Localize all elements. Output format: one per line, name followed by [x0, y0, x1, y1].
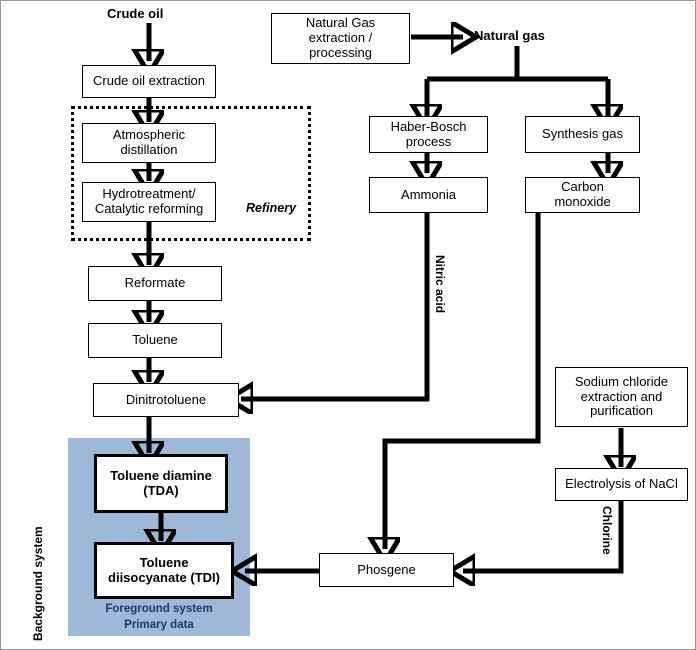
crude-oil-label: Crude oil [107, 6, 164, 21]
edge-label-chlorine: Chlorine [600, 506, 614, 555]
node-carbon-monoxide[interactable]: Carbon monoxide [525, 177, 640, 213]
node-phosgene[interactable]: Phosgene [319, 553, 454, 587]
edge-label-nitric-acid: Nitric acid [433, 255, 447, 314]
node-electrolysis-of-nacl[interactable]: Electrolysis of NaCl [555, 468, 688, 501]
node-dinitrotoluene[interactable]: Dinitrotoluene [93, 383, 239, 417]
background-system-label: Background system [31, 526, 45, 641]
edge-carbonmonoxide-to-phosgene [385, 213, 541, 549]
node-atmospheric-distillation[interactable]: Atmospheric distillation [82, 123, 216, 163]
edge-naturalgas-split [424, 46, 611, 111]
node-natural-gas-extraction[interactable]: Natural Gas extraction / processing [271, 13, 410, 64]
node-synthesis-gas[interactable]: Synthesis gas [525, 116, 640, 153]
node-toluene-diamine[interactable]: Toluene diamine (TDA) [94, 454, 228, 513]
refinery-group-label: Refinery [246, 201, 297, 215]
node-reformate[interactable]: Reformate [88, 266, 222, 301]
node-ammonia[interactable]: Ammonia [369, 177, 488, 213]
natural-gas-label: Natural gas [474, 28, 545, 43]
edge-electrolysis-to-phosgene-chlorine [463, 498, 624, 571]
node-toluene-diisocyanate[interactable]: Toluene diisocyanate (TDI) [94, 542, 234, 599]
foreground-system-caption: Foreground system Primary data [105, 603, 213, 631]
refinery-group-box [71, 106, 311, 241]
node-toluene[interactable]: Toluene [88, 323, 222, 358]
node-sodium-chloride-extraction[interactable]: Sodium chloride extraction and purificat… [555, 367, 688, 427]
node-crude-oil-extraction[interactable]: Crude oil extraction [82, 65, 216, 98]
node-haber-bosch-process[interactable]: Haber-Bosch process [369, 116, 488, 153]
node-hydrotreatment-catalytic-reforming[interactable]: Hydrotreatment/ Catalytic reforming [82, 182, 216, 222]
